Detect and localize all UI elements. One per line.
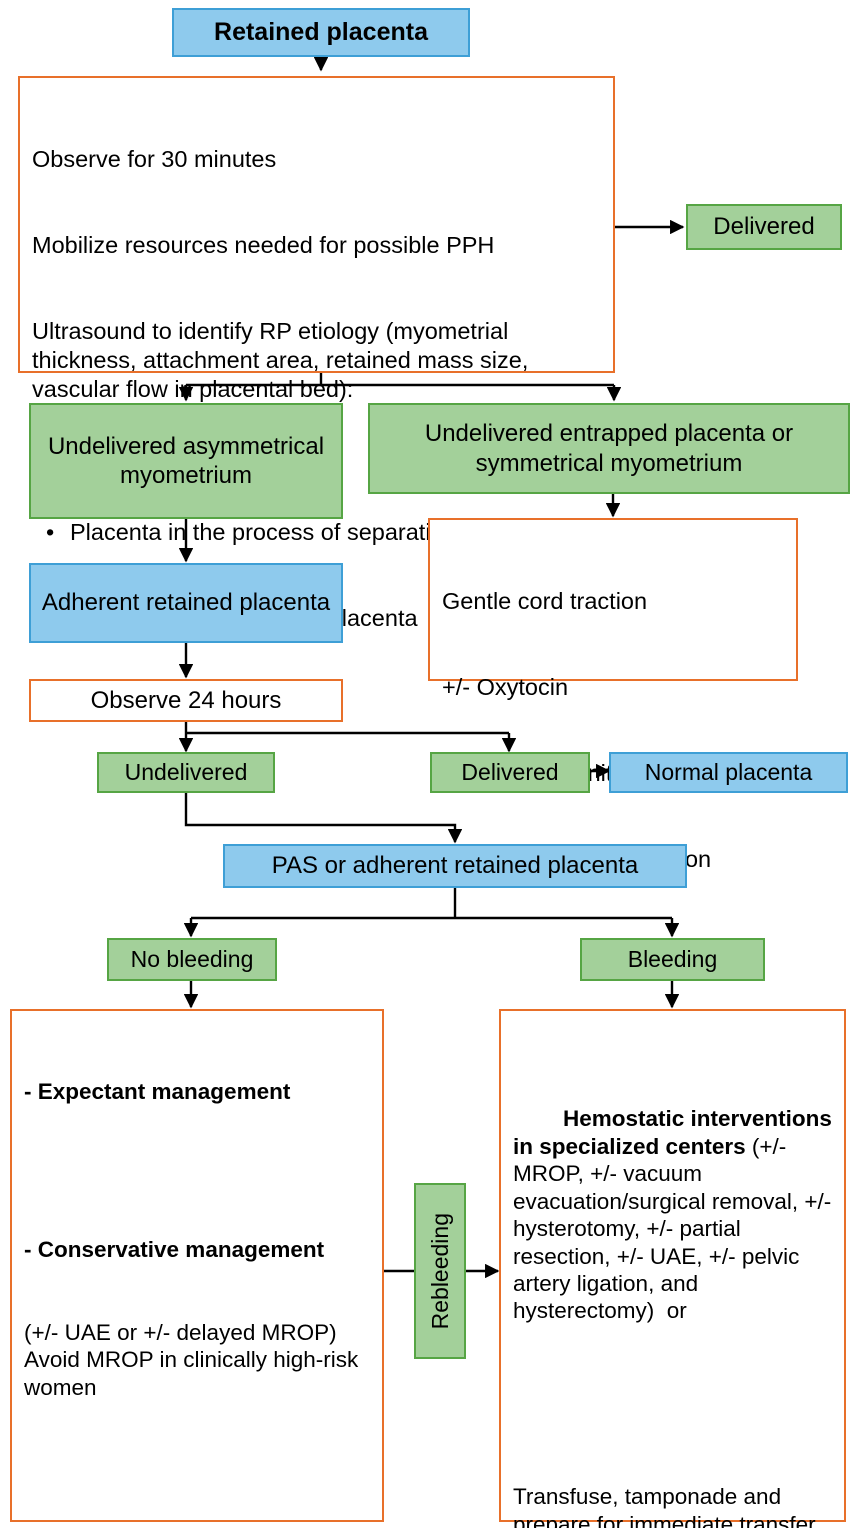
node-undelivered-label: Undelivered	[124, 759, 248, 786]
cord-line-1: Gentle cord traction	[442, 588, 648, 615]
node-retained-placenta[interactable]: Retained placenta	[172, 8, 470, 57]
node-pas-adherent[interactable]: PAS or adherent retained placenta	[223, 844, 687, 888]
panel-spacer-2	[24, 1456, 374, 1477]
node-observe-30-minutes[interactable]: Observe for 30 minutes Mobilize resource…	[18, 76, 615, 718]
node-delivered-mid-label: Delivered	[461, 759, 559, 786]
hemostatic-paragraph: Hemostatic interventions in specialized …	[513, 1078, 836, 1352]
panel-no-bleeding-management[interactable]: - Expectant management - Conservative ma…	[10, 1009, 384, 1522]
panel-bleeding-management[interactable]: Hemostatic interventions in specialized …	[499, 1009, 846, 1528]
node-undelivered-asymmetrical-label: Undelivered asymmetrical myometrium	[47, 432, 325, 489]
node-adherent-retained-placenta[interactable]: Adherent retained placenta	[29, 563, 343, 643]
node-no-bleeding-label: No bleeding	[130, 946, 254, 973]
conservative-management-body: (+/- UAE or +/- delayed MROP) Avoid MROP…	[24, 1319, 359, 1400]
node-rebleeding-label: Rebleeding	[426, 1212, 453, 1330]
node-undelivered-entrapped-label: Undelivered entrapped placenta or symmet…	[424, 420, 794, 477]
observe-line-2: Mobilize resources needed for possible P…	[32, 232, 495, 259]
observe-bullet-1: Placenta in the process of separation	[32, 518, 607, 547]
node-normal-placenta-label: Normal placenta	[644, 759, 813, 786]
node-delivered-top-label: Delivered	[713, 213, 815, 241]
node-bleeding[interactable]: Bleeding	[580, 938, 765, 981]
node-undelivered[interactable]: Undelivered	[97, 752, 275, 793]
observe-line-1: Observe for 30 minutes	[32, 146, 277, 173]
node-observe-24-hours-label: Observe 24 hours	[90, 686, 282, 714]
node-retained-placenta-label: Retained placenta	[214, 18, 428, 47]
transfuse-body: Transfuse, tamponade and prepare for imm…	[513, 1484, 816, 1528]
conservative-management-heading: - Conservative management	[24, 1237, 325, 1263]
node-adherent-retained-placenta-label: Adherent retained placenta	[41, 589, 331, 617]
node-delivered-mid[interactable]: Delivered	[430, 752, 590, 793]
node-undelivered-entrapped[interactable]: Undelivered entrapped placenta or symmet…	[368, 403, 850, 494]
panel-no-bleeding-body: - Expectant management - Conservative ma…	[24, 1023, 374, 1528]
expectant-management-heading: - Expectant management	[24, 1078, 291, 1104]
panel-spacer-1	[24, 1160, 374, 1181]
cord-line-2: +/- Oxytocin	[442, 674, 569, 701]
node-undelivered-asymmetrical[interactable]: Undelivered asymmetrical myometrium	[29, 403, 343, 519]
node-delivered-top[interactable]: Delivered	[686, 204, 842, 250]
observe-line-3: Ultrasound to identify RP etiology (myom…	[32, 318, 535, 402]
panel-bleeding-body: Hemostatic interventions in specialized …	[513, 1023, 836, 1528]
hemostatic-heading: Hemostatic interventions in specialized …	[513, 1106, 839, 1159]
node-normal-placenta[interactable]: Normal placenta	[609, 752, 848, 793]
node-no-bleeding[interactable]: No bleeding	[107, 938, 277, 981]
panel-spacer-3	[513, 1407, 836, 1428]
hemostatic-body: (+/- MROP, +/- vacuum evacuation/surgica…	[513, 1133, 838, 1324]
node-cord-traction[interactable]: Gentle cord traction +/- Oxytocin +/- Gl…	[428, 518, 798, 872]
node-pas-adherent-label: PAS or adherent retained placenta	[271, 852, 639, 880]
node-rebleeding[interactable]: Rebleeding	[414, 1183, 466, 1359]
node-observe-24-hours[interactable]: Observe 24 hours	[29, 679, 343, 722]
node-bleeding-label: Bleeding	[627, 946, 718, 973]
